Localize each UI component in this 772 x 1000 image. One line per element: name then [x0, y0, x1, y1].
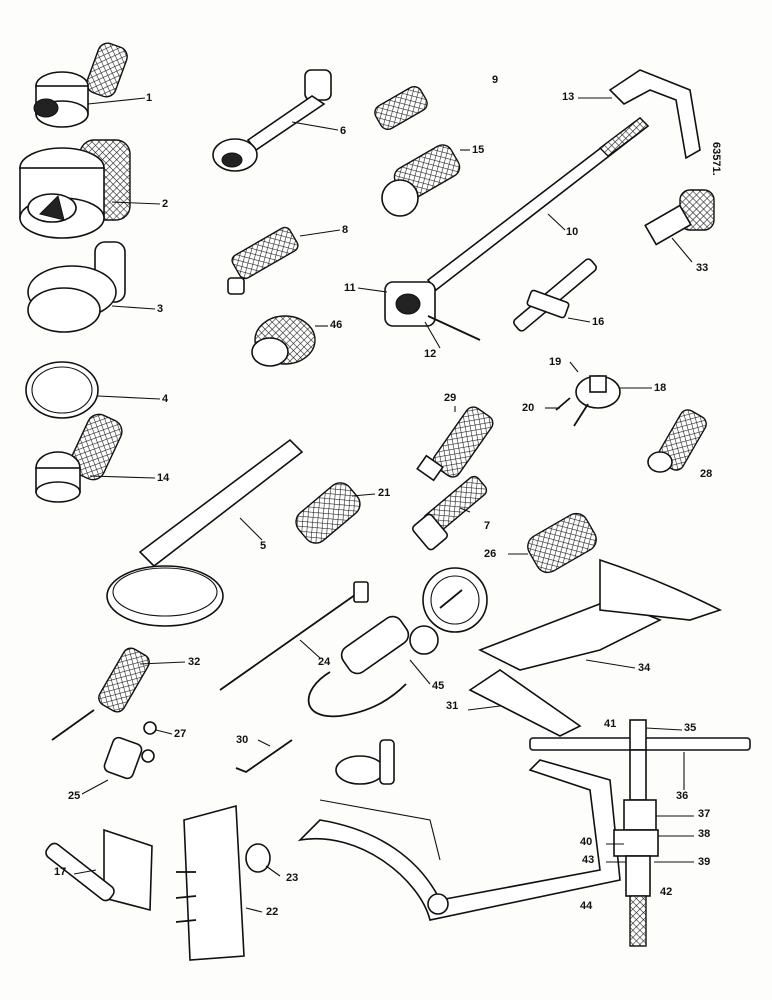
- callout-19: 19: [549, 356, 562, 368]
- tool-4-ring: [25, 361, 161, 419]
- tool-26-tube: [508, 512, 597, 574]
- callout-28: 28: [700, 468, 713, 480]
- tool-13-fork: [578, 69, 701, 160]
- tool-7-drift: [412, 475, 488, 551]
- callout-43: 43: [582, 854, 595, 866]
- callout-5: 5: [260, 540, 267, 552]
- callout-12: 12: [424, 348, 437, 360]
- callout-10: 10: [566, 226, 579, 238]
- tool-17-drift: [45, 828, 153, 912]
- tool-18-19-20-adapter: [545, 361, 652, 427]
- callout-6: 6: [340, 125, 347, 137]
- tool-6-socket-wrench: [212, 69, 339, 172]
- callout-45: 45: [432, 680, 445, 692]
- tool-9-drift: [374, 85, 428, 131]
- callout-17: 17: [54, 866, 67, 878]
- callout-25: 25: [68, 790, 81, 802]
- callout-20: 20: [522, 402, 535, 414]
- tool-2-drift: [19, 139, 161, 239]
- callout-26: 26: [484, 548, 497, 560]
- callout-21: 21: [378, 487, 391, 499]
- callout-33: 33: [696, 262, 709, 274]
- tool-32-drift: [51, 647, 186, 741]
- tool-10-11-12-puller: [357, 116, 650, 349]
- callout-4: 4: [162, 393, 169, 405]
- callout-36: 36: [676, 790, 689, 802]
- tool-30-wire-hook: [235, 739, 293, 774]
- tool-14-drift: [35, 413, 156, 503]
- callout-32: 32: [188, 656, 201, 668]
- callout-42: 42: [660, 886, 673, 898]
- callout-13: 13: [562, 91, 575, 103]
- tool-25-27-plate: [81, 721, 173, 795]
- tool-31-34-pliers: [467, 558, 723, 737]
- tool-33-drift: [644, 189, 715, 263]
- callout-24: 24: [318, 656, 331, 668]
- callout-29: 29: [444, 392, 457, 404]
- callout-30: 30: [236, 734, 249, 746]
- callout-3: 3: [157, 303, 164, 315]
- callout-27: 27: [174, 728, 187, 740]
- callout-34: 34: [638, 662, 651, 674]
- tool-35-44-tee-gauge: [529, 719, 751, 947]
- callout-23: 23: [286, 872, 299, 884]
- tool-45-pressure-gauge: [307, 567, 488, 718]
- tool-29-drift: [416, 406, 494, 482]
- tool-8-drift: [227, 226, 341, 295]
- callout-14: 14: [157, 472, 170, 484]
- callout-1: 1: [146, 92, 153, 104]
- tool-15-drift: [381, 144, 470, 217]
- callout-18: 18: [654, 382, 667, 394]
- callout-9: 9: [492, 74, 499, 86]
- tool-16-drift: [513, 258, 597, 332]
- callout-8: 8: [342, 224, 349, 236]
- callout-16: 16: [592, 316, 605, 328]
- callout-46: 46: [330, 319, 343, 331]
- callout-2: 2: [162, 198, 169, 210]
- tool-5-strap-wrench: [106, 438, 304, 627]
- tool-1-drift: [33, 42, 146, 128]
- tool-46-collet: [251, 315, 328, 367]
- callout-7: 7: [484, 520, 491, 532]
- callout-11: 11: [344, 282, 356, 294]
- tool-21-tube: [295, 482, 376, 544]
- callout-37: 37: [698, 808, 711, 820]
- callout-40: 40: [580, 836, 593, 848]
- tool-28-drift: [647, 409, 707, 473]
- callout-44: 44: [580, 900, 593, 912]
- callout-15: 15: [472, 144, 485, 156]
- callout-38: 38: [698, 828, 711, 840]
- callout-41: 41: [604, 718, 617, 730]
- tool-24-extension: [219, 581, 369, 691]
- drawing-reference: 63571.: [710, 142, 722, 176]
- tool-3-drift: [27, 241, 156, 333]
- callout-35: 35: [684, 722, 697, 734]
- tool-press-frame: [297, 739, 621, 921]
- callout-31: 31: [446, 700, 459, 712]
- callout-39: 39: [698, 856, 711, 868]
- tool-22-23-plate: [175, 804, 281, 961]
- callout-22: 22: [266, 906, 279, 918]
